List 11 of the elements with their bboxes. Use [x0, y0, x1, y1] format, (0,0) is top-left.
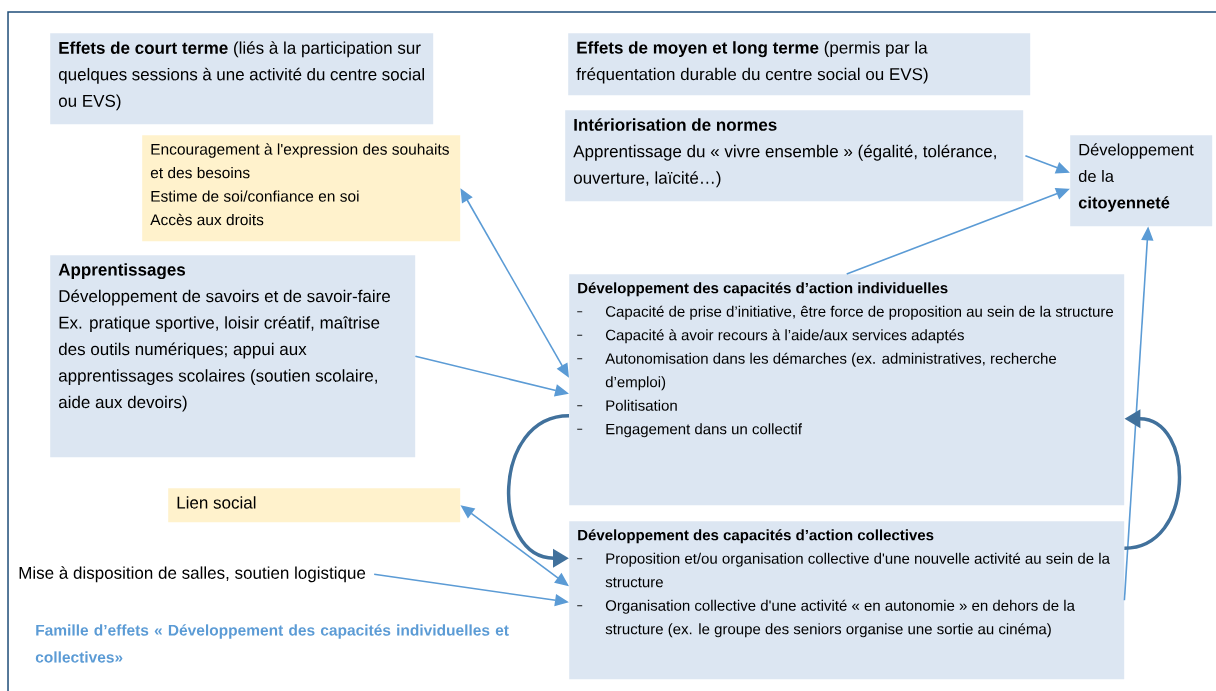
effect-box: Encouragement à l'expression des souhaits et des besoins Estime de soi/confiance en soi Accès aux droits	[142, 135, 461, 242]
outcome-box: Développement de la citoyenneté	[1070, 135, 1213, 227]
heading-box: Effets de moyen et long terme (permis par la fréquentation durable du centre social ou EVS)	[568, 33, 1031, 96]
heading-box: Effets de court terme (liés à la participation sur quelques sessions à une activité du centre social ou EVS)	[50, 33, 434, 125]
effect-box: Intériorisation de normes Apprentissage du « vivre ensemble » (égalité, tolérance, ouverture, laïcité…)	[565, 110, 1024, 202]
text-label: Mise à disposition de salles, soutien logistique	[19, 566, 366, 583]
caption-text: Famille d’effets « Développement des capacités individuelles et collectives»	[35, 624, 509, 663]
effect-box: Développement des capacités d’action individuelles Capacité de prise d’initiative, être force de proposition au sein de la structure Capacité à avoir recours à l’aide/aux services adaptés Autonomisation dans les démarches (ex. administratives, recherche d’emploi) Politisation Engagement dans un collectif	[569, 274, 1125, 506]
effect-box: Apprentissages Développement de savoirs et de savoir-faire Ex. pratique sportive, loisir créatif, maîtrise des outils numériques; appui aux apprentissages scolaires (soutien scolaire, aide aux devoirs)	[50, 255, 416, 458]
effect-box: Développement des capacités d’action collectives Proposition et/ou organisation collective d'une nouvelle activité au sein de la structure Organisation collective d'une activité « en autonomie » en dehors de la structure (ex. le groupe des seniors organise une sortie au cinéma)	[569, 521, 1125, 680]
effect-box: Lien social	[168, 488, 461, 523]
